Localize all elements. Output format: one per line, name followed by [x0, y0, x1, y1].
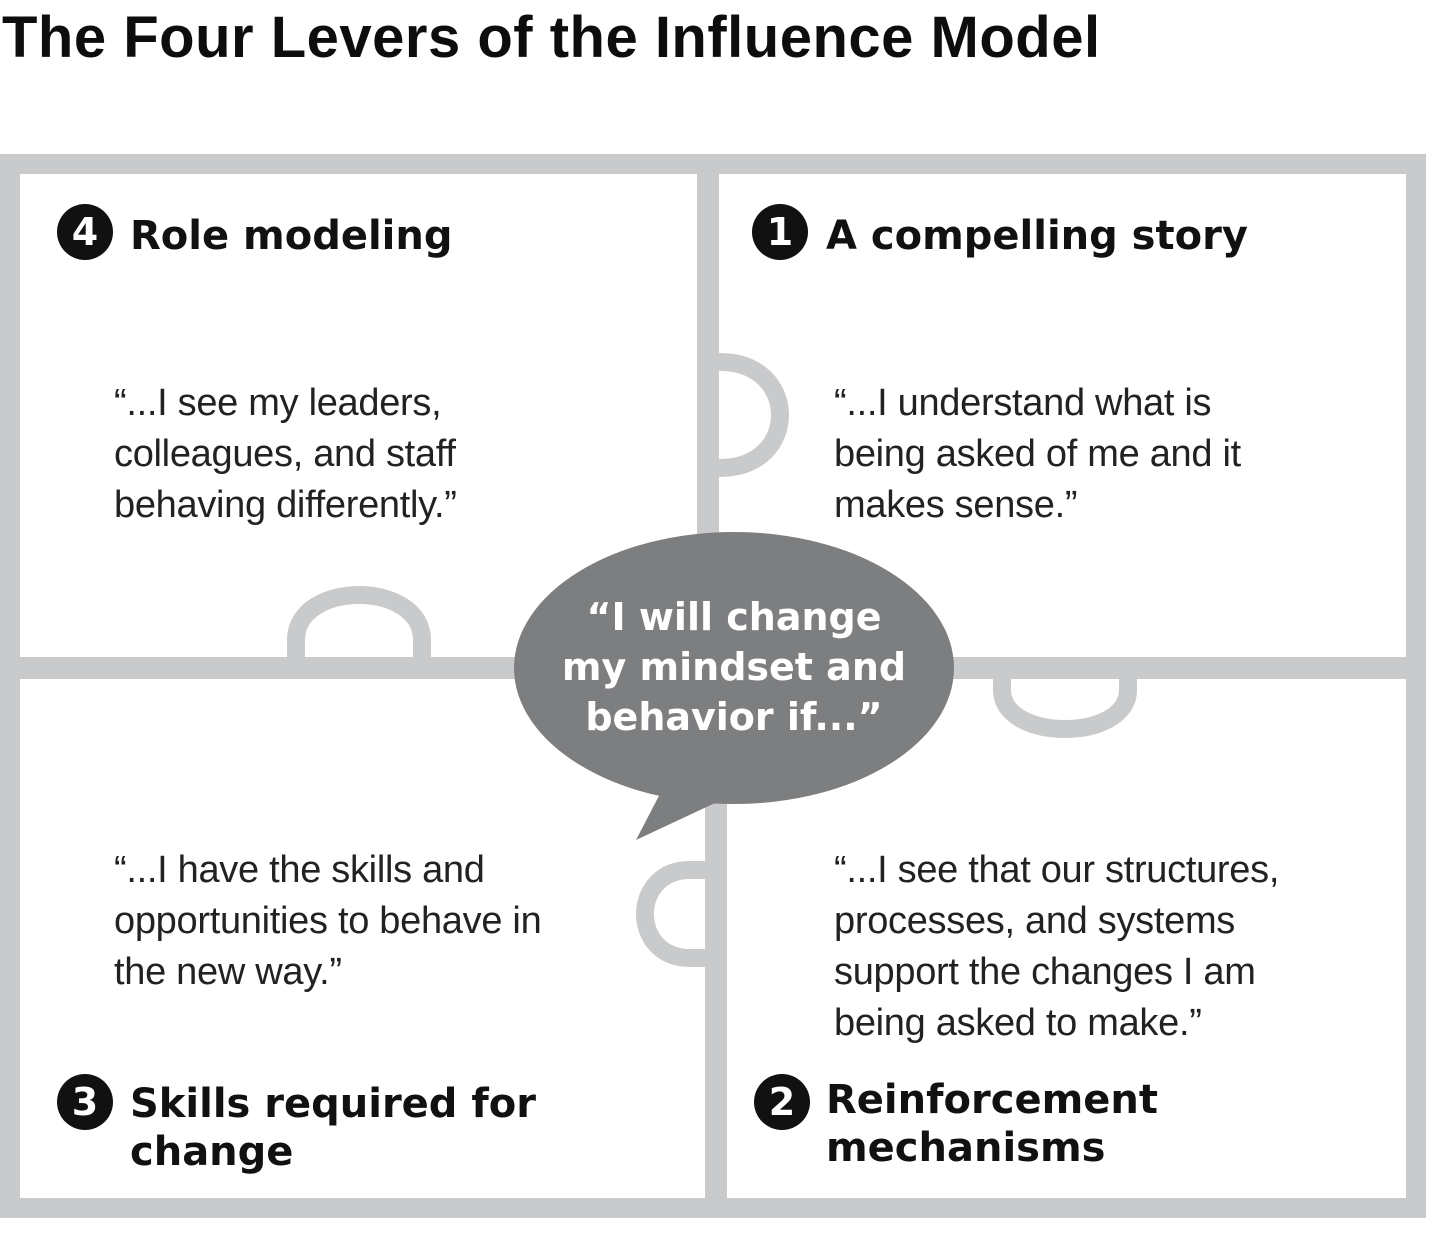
compelling-story-quote: “...I understand what is being asked of … [834, 378, 1241, 531]
quote-line: being asked of me and it [834, 433, 1241, 475]
role-modeling-quote: “...I see my leaders, colleagues, and st… [114, 378, 457, 531]
center-statement: “I will change my mindset and behavior i… [528, 592, 940, 742]
quote-line: “...I see my leaders, [114, 382, 442, 424]
puzzle-knob-left [287, 586, 431, 668]
badge-1-icon: 1 [752, 204, 808, 260]
skills-title-line: Skills required for [130, 1081, 536, 1127]
quote-line: support the changes I am [834, 951, 1256, 993]
badge-4-icon: 4 [57, 204, 113, 260]
skills-title: Skills required for change [130, 1080, 536, 1176]
skills-quote: “...I have the skills and opportunities … [114, 845, 542, 998]
quote-line: “...I understand what is [834, 382, 1212, 424]
quote-line: the new way.” [114, 951, 342, 993]
badge-2-icon: 2 [754, 1074, 810, 1130]
compelling-story-title: A compelling story [826, 213, 1248, 259]
skills-title-line: change [130, 1129, 294, 1175]
speech-bubble [514, 532, 954, 804]
diagram-title: The Four Levers of the Influence Model [2, 5, 1101, 70]
center-line: “I will change [586, 595, 882, 639]
quote-line: processes, and systems [834, 900, 1236, 942]
badge-3-icon: 3 [57, 1074, 113, 1130]
quote-line: makes sense.” [834, 484, 1078, 526]
quote-line: opportunities to behave in [114, 900, 542, 942]
puzzle-knob-bottom [636, 861, 722, 967]
reinforcement-title-line: Reinforcement [826, 1077, 1158, 1123]
puzzle-knob-right [993, 668, 1137, 738]
center-line: my mindset and [561, 645, 907, 689]
quote-line: behaving differently.” [114, 484, 457, 526]
quote-line: “...I see that our structures, [834, 849, 1280, 891]
reinforcement-quote: “...I see that our structures, processes… [834, 845, 1279, 1049]
puzzle-knob-top [708, 353, 789, 477]
reinforcement-title: Reinforcement mechanisms [826, 1076, 1158, 1172]
center-line: behavior if...” [585, 695, 883, 739]
role-modeling-title: Role modeling [130, 213, 453, 259]
reinforcement-title-line: mechanisms [826, 1125, 1106, 1171]
quote-line: colleagues, and staff [114, 433, 456, 475]
speech-bubble-tail [636, 790, 730, 840]
quote-line: “...I have the skills and [114, 849, 485, 891]
quote-line: being asked to make.” [834, 1002, 1202, 1044]
